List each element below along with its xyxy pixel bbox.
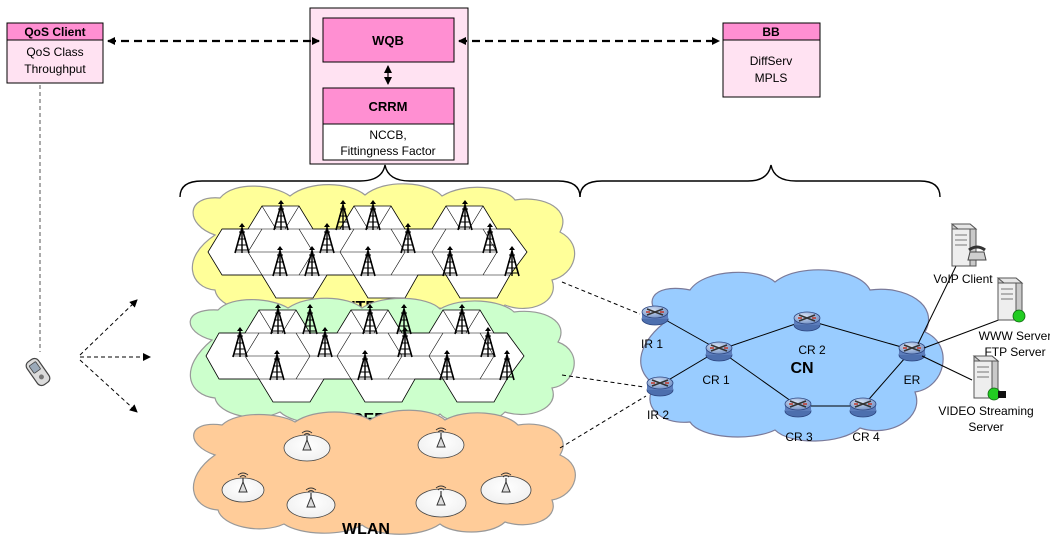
bb-line1: DiffServ — [750, 54, 792, 68]
qos-client-line1: QoS Class — [26, 45, 83, 59]
router-cr4-icon — [849, 397, 877, 418]
wlan-label: WLAN — [342, 521, 390, 538]
router-ir1-label: IR 1 — [641, 337, 663, 351]
voip-client-icon — [951, 223, 987, 267]
router-cr1: CR 1 — [702, 341, 733, 387]
video-streaming-server-icon — [973, 355, 1006, 401]
wlan-hotspots — [221, 427, 532, 519]
utran-cloud: UTRAN — [191, 183, 576, 321]
router-cr4-label: CR 4 — [852, 430, 880, 444]
mobile-phone-icon — [25, 357, 51, 387]
geran-cloud: GERAN — [189, 297, 575, 428]
qos-client-line2: Throughput — [24, 62, 86, 76]
voip-client: VoIP Client — [933, 223, 993, 286]
router-cr1-icon — [705, 341, 733, 362]
mobile-arrow-wlan — [79, 359, 138, 413]
bb-title: BB — [762, 25, 780, 39]
router-ir2: IR 2 — [646, 376, 674, 422]
wlan-ir2-link — [559, 395, 647, 449]
router-cr3-icon — [784, 397, 812, 418]
router-cr2-label: CR 2 — [798, 343, 826, 357]
er-voip-link — [917, 261, 959, 345]
ftp-server-label: FTP Server — [984, 345, 1045, 359]
bb-box: BB DiffServ MPLS — [722, 22, 821, 98]
www-ftp-server-icon — [997, 277, 1026, 323]
ran-brace — [179, 164, 581, 198]
www-ftp-server: WWW Server FTP Server — [979, 277, 1050, 359]
crrm-line2: Fittingness Factor — [340, 144, 435, 158]
crrm-title: CRRM — [369, 99, 408, 114]
geran-ir2-link — [561, 374, 645, 388]
wlan-cloud: WLAN — [193, 409, 576, 538]
router-er: ER — [898, 341, 926, 387]
crrm-line1: NCCB, — [369, 128, 406, 142]
video-server-label-line2: Server — [968, 420, 1003, 434]
router-ir2-icon — [646, 376, 674, 397]
mobile-arrow-utran — [79, 299, 138, 356]
wqb-container: WQB CRRM NCCB, Fittingness Factor — [309, 7, 469, 165]
core-brace — [579, 164, 941, 198]
router-cr2: CR 2 — [793, 311, 826, 357]
router-cr3-label: CR 3 — [785, 430, 813, 444]
video-server-label-line1: VIDEO Streaming — [938, 404, 1033, 418]
qos-client-box: QoS Client QoS Class Throughput — [6, 22, 104, 84]
router-cr2-icon — [793, 311, 821, 332]
router-cr3: CR 3 — [784, 397, 813, 444]
qos-client-title: QoS Client — [24, 25, 85, 39]
bb-line2: MPLS — [755, 71, 788, 85]
router-er-label: ER — [904, 373, 921, 387]
utran-ir1-link — [561, 281, 641, 315]
wqb-title: WQB — [372, 33, 404, 48]
er-www-link — [923, 317, 1005, 349]
router-ir1-icon — [641, 305, 669, 326]
voip-client-label: VoIP Client — [933, 272, 993, 286]
video-streaming-server: VIDEO Streaming Server — [938, 355, 1034, 434]
router-ir1: IR 1 — [641, 305, 669, 351]
router-er-icon — [898, 341, 926, 362]
router-cr4: CR 4 — [849, 397, 880, 444]
er-video-link — [921, 355, 973, 381]
router-ir2-label: IR 2 — [647, 408, 669, 422]
core-network-label: CN — [790, 360, 813, 377]
router-cr1-label: CR 1 — [702, 373, 730, 387]
wqb-box — [322, 17, 455, 63]
www-server-label: WWW Server — [979, 329, 1050, 343]
